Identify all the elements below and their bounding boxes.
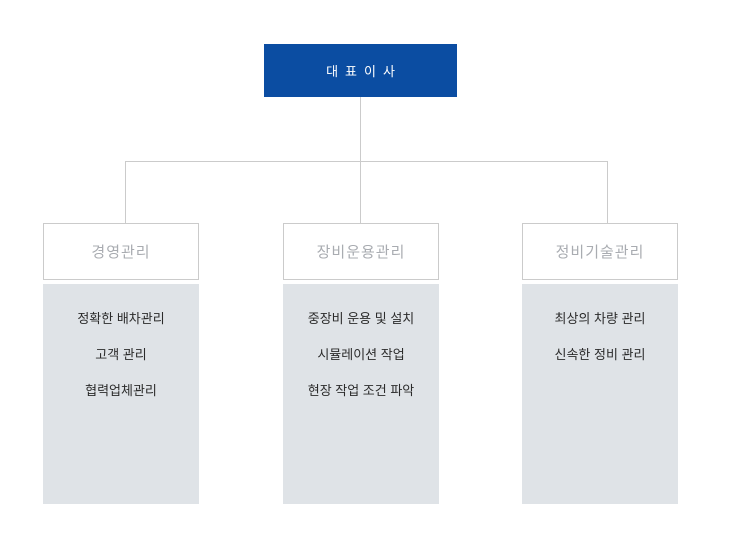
column-item: 최상의 차량 관리 [554, 311, 646, 326]
connector-branch-left [125, 161, 126, 223]
column-header-maintenance-technology: 정비기술관리 [522, 223, 678, 280]
column-item: 시뮬레이션 작업 [317, 347, 405, 362]
column-item: 정확한 배차관리 [77, 311, 165, 326]
connector-branch-middle [360, 161, 361, 223]
ceo-label: 대표이사 [326, 64, 402, 79]
column-title: 정비기술관리 [555, 244, 645, 261]
connector-horizontal [125, 161, 608, 162]
connector-branch-right [607, 161, 608, 223]
column-item: 협력업체관리 [85, 383, 157, 398]
column-item: 신속한 정비 관리 [554, 347, 646, 362]
column-item: 현장 작업 조건 파악 [307, 383, 415, 398]
column-item: 중장비 운용 및 설치 [307, 311, 415, 326]
column-header-equipment-operation: 장비운용관리 [283, 223, 439, 280]
column-title: 장비운용관리 [316, 244, 406, 261]
ceo-box: 대표이사 [264, 44, 457, 97]
column-title: 경영관리 [91, 244, 151, 261]
connector-root-vertical [360, 97, 361, 161]
column-item: 고객 관리 [95, 347, 147, 362]
column-header-management: 경영관리 [43, 223, 199, 280]
